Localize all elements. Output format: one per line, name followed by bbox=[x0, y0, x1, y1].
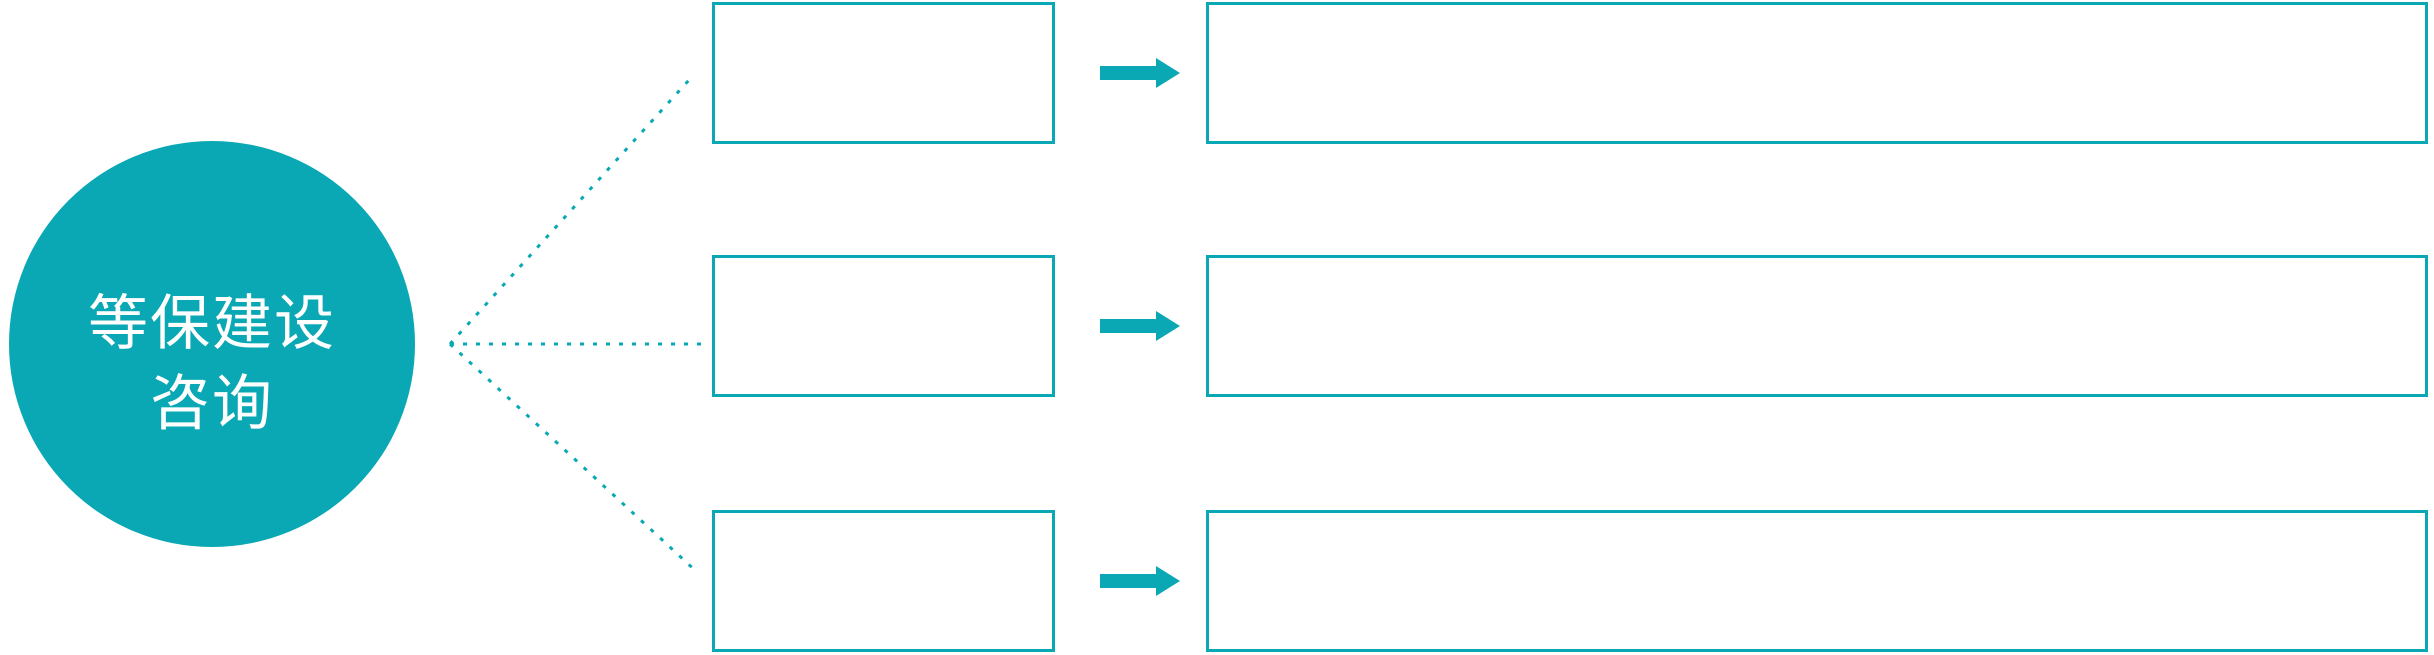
detail-box bbox=[1206, 510, 2428, 652]
hub-label: 等保建设 咨询 bbox=[88, 284, 336, 444]
right-arrow-icon bbox=[1100, 58, 1180, 88]
flow-row-1 bbox=[0, 2, 2434, 144]
right-arrow-icon bbox=[1100, 311, 1180, 341]
step-box bbox=[712, 255, 1055, 397]
flow-row-3 bbox=[0, 510, 2434, 652]
hub-label-line1: 等保建设 bbox=[88, 290, 336, 357]
hub-label-line2: 咨询 bbox=[150, 370, 274, 437]
detail-box bbox=[1206, 2, 2428, 144]
flow-row-2 bbox=[0, 255, 2434, 397]
hub-circle: 等保建设 咨询 bbox=[9, 141, 415, 547]
step-box bbox=[712, 510, 1055, 652]
detail-box bbox=[1206, 255, 2428, 397]
step-box bbox=[712, 2, 1055, 144]
right-arrow-icon bbox=[1100, 566, 1180, 596]
